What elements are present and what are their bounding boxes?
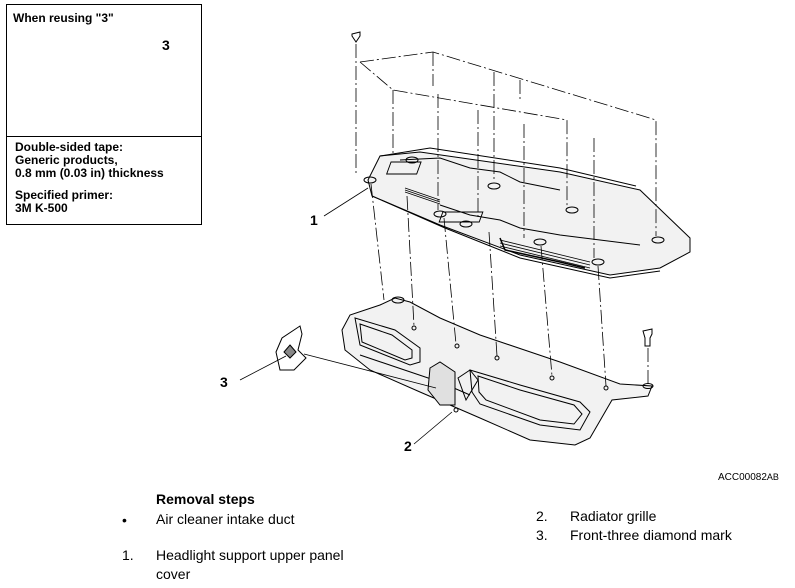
- step-marker: •: [122, 512, 127, 528]
- part-label-1: 1: [310, 212, 318, 228]
- figure-code-main: ACC00082: [718, 472, 767, 483]
- step-text-continued: cover: [156, 566, 191, 582]
- leader-lines: [239, 187, 453, 445]
- note-line: 3M K-500: [15, 201, 68, 215]
- callout-divider: [7, 136, 201, 137]
- callout-item-number: 3: [162, 37, 170, 53]
- note-line: Generic products,: [15, 153, 118, 167]
- reuse-callout-box: When reusing "3" Double-sided tape: Gene…: [6, 4, 202, 225]
- note-line: 0.8 mm (0.03 in) thickness: [15, 166, 164, 180]
- figure-code-suffix: AB: [766, 472, 779, 482]
- note-line: Specified primer:: [15, 188, 114, 202]
- step-text: Headlight support upper panel: [156, 547, 344, 563]
- figure-code: ACC00082AB: [718, 472, 779, 483]
- callout-notes: Double-sided tape: Generic products, 0.8…: [15, 141, 164, 215]
- removal-steps-title: Removal steps: [156, 491, 255, 507]
- step-marker: 3.: [536, 527, 548, 543]
- part-label-2: 2: [404, 438, 412, 454]
- radiator-grille: [341, 296, 654, 446]
- note-line: Double-sided tape:: [15, 140, 124, 154]
- clip-right: [642, 328, 653, 347]
- alignment-lines: [355, 44, 657, 387]
- diamond-mark-part: [275, 325, 307, 371]
- step-text: Radiator grille: [570, 508, 657, 524]
- step-text: Air cleaner intake duct: [156, 511, 295, 527]
- step-text: Front-three diamond mark: [570, 527, 732, 543]
- callout-title: When reusing "3": [13, 11, 114, 25]
- clip-top: [351, 31, 361, 43]
- step-marker: 1.: [122, 547, 134, 563]
- step-marker: 2.: [536, 508, 548, 524]
- upper-panel-cover: [363, 147, 691, 279]
- part-label-3: 3: [220, 374, 228, 390]
